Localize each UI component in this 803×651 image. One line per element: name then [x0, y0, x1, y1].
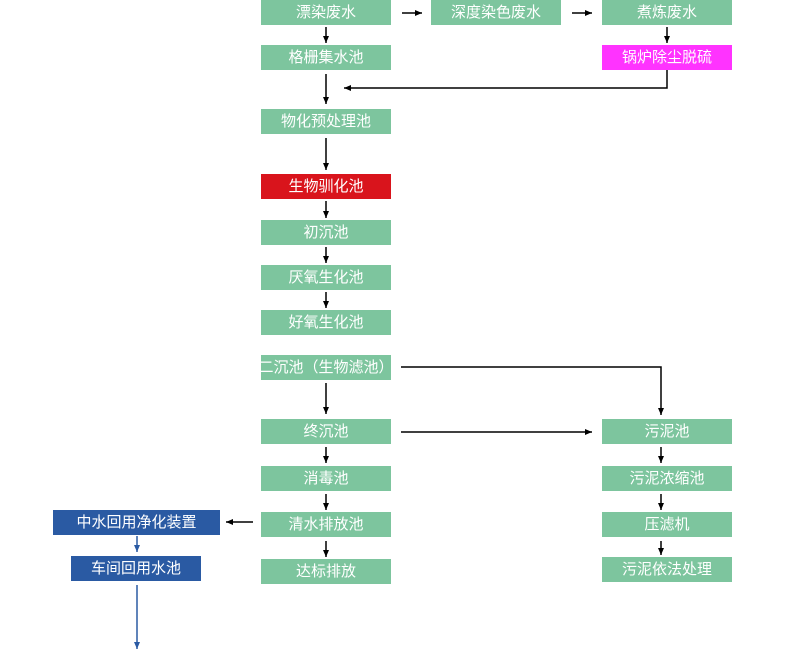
arrow-erchen-wuni — [401, 366, 664, 415]
node-yanyang: 厌氧生化池 — [261, 265, 391, 290]
node-piaoran: 漂染废水 — [261, 0, 391, 25]
node-guolu: 锅炉除尘脱硫 — [602, 45, 732, 70]
node-zhongshui: 中水回用净化装置 — [53, 510, 220, 535]
node-geshan: 格栅集水池 — [261, 45, 391, 70]
node-wuhua: 物化预处理池 — [261, 109, 391, 134]
node-shengwu: 生物驯化池 — [261, 174, 391, 199]
node-erchen: 二沉池（生物滤池） — [259, 355, 394, 380]
node-chuchen: 初沉池 — [261, 220, 391, 245]
node-zhulian: 煮炼废水 — [602, 0, 732, 25]
node-chejian: 车间回用水池 — [71, 556, 201, 581]
node-yalv: 压滤机 — [602, 512, 732, 537]
node-shendu: 深度染色废水 — [431, 0, 561, 25]
node-wuni: 污泥池 — [602, 419, 732, 444]
node-xiaodu: 消毒池 — [261, 466, 391, 491]
arrow-guolu-return — [344, 70, 668, 91]
node-haoyang: 好氧生化池 — [261, 310, 391, 335]
node-wuninongsuo: 污泥浓缩池 — [602, 466, 732, 491]
node-zhongchen: 终沉池 — [261, 419, 391, 444]
node-qingshui: 清水排放池 — [261, 512, 391, 537]
node-dabiao: 达标排放 — [261, 559, 391, 584]
node-wunifa: 污泥依法处理 — [602, 557, 732, 582]
